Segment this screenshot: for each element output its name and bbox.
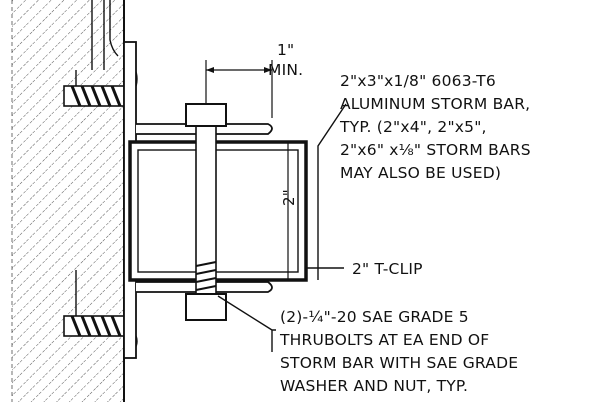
dimension-height-label: 2" bbox=[278, 189, 301, 206]
dimension-1-inch-min bbox=[205, 60, 273, 118]
thrubolts-line-2: THRUBOLTS AT EA END OF bbox=[280, 331, 490, 349]
t-clip-callout: 2" T-CLIP bbox=[352, 258, 423, 281]
wall-section bbox=[11, 0, 125, 402]
storm-bar-line-4: 2"x6" x⅛" STORM BARS bbox=[340, 141, 531, 159]
thrubolts-line-4: WASHER AND NUT, TYP. bbox=[280, 377, 469, 395]
thrubolts-line-1: (2)-¼"-20 SAE GRADE 5 bbox=[280, 308, 469, 326]
thru-bolt bbox=[185, 103, 227, 321]
dimension-top-qualifier: MIN. bbox=[268, 61, 304, 79]
thrubolts-line-3: STORM BAR WITH SAE GRADE bbox=[280, 354, 519, 372]
storm-bar-line-5: MAY ALSO BE USED) bbox=[340, 164, 502, 182]
t-clip-label: 2" T-CLIP bbox=[352, 260, 423, 278]
dimension-top-label: 1" MIN. bbox=[268, 40, 303, 80]
leader-lines bbox=[217, 103, 347, 352]
storm-bar-line-3: TYP. (2"x4", 2"x5", bbox=[340, 118, 487, 136]
storm-bar-tube bbox=[128, 140, 308, 282]
dimension-top-value: 1" bbox=[276, 41, 295, 59]
storm-bar-line-1: 2"x3"x1/8" 6063-T6 bbox=[340, 72, 496, 90]
storm-bar-line-2: ALUMINUM STORM BAR, bbox=[340, 95, 531, 113]
dimension-height-value: 2" bbox=[280, 189, 298, 206]
thrubolts-callout: (2)-¼"-20 SAE GRADE 5 THRUBOLTS AT EA EN… bbox=[280, 306, 518, 398]
storm-bar-callout: 2"x3"x1/8" 6063-T6 ALUMINUM STORM BAR, T… bbox=[340, 70, 531, 185]
